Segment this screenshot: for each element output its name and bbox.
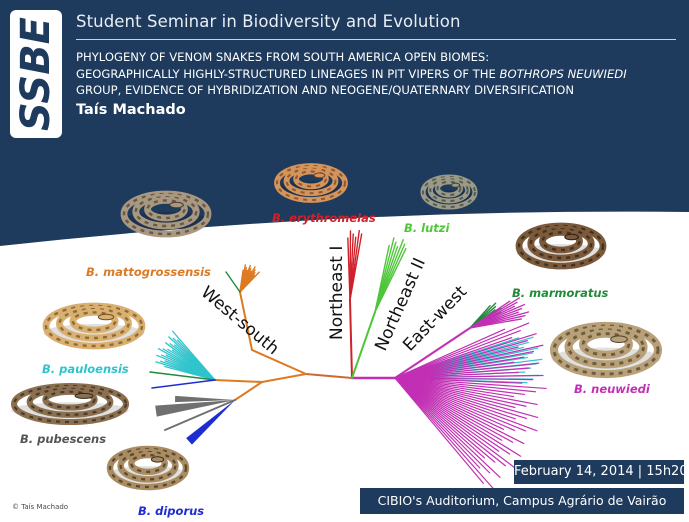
clade-label-northeast-1: Northeast I	[327, 246, 347, 340]
neuwiedi-tips	[394, 377, 522, 457]
label-marmoratus: B. marmoratus	[512, 286, 609, 300]
pauloensis-blue-tip	[151, 379, 216, 389]
neuwiedi-tips	[394, 346, 519, 379]
snake-photo-pauloensis	[42, 302, 146, 350]
neuwiedi-tips	[394, 377, 523, 384]
diporus-wedge	[186, 400, 235, 445]
tree-branches	[149, 229, 547, 490]
neuwiedi-tips	[394, 377, 511, 455]
neuwiedi-tips	[394, 377, 494, 490]
talk-title: PHYLOGENY OF VENOM SNAKES FROM SOUTH AME…	[76, 49, 682, 99]
backbone-center	[305, 373, 353, 379]
neuwiedi-tips	[394, 350, 535, 379]
neuwiedi-tips	[394, 377, 484, 484]
pauloensis-tips	[171, 330, 216, 381]
neuwiedi-tips	[394, 377, 491, 474]
neuwiedi-tips	[394, 344, 544, 379]
neuwiedi-tips	[394, 377, 517, 470]
neuwiedi-tips	[394, 377, 516, 420]
speaker-name: Taís Machado	[76, 102, 186, 118]
neuwiedi-tips	[394, 377, 538, 406]
label-lutzi: B. lutzi	[404, 221, 450, 235]
neuwiedi-upper-tips	[469, 318, 523, 329]
title-genus-name: BOTHROPS NEUWIEDI	[499, 66, 627, 81]
snake-photos	[10, 163, 663, 491]
neuwiedi-tips	[394, 377, 527, 407]
header-divider	[76, 39, 676, 40]
snake-photo-marmoratus	[515, 222, 607, 270]
northeast-1-stem	[349, 299, 353, 379]
label-pauloensis: B. pauloensis	[42, 362, 129, 376]
neuwiedi-tips	[394, 377, 514, 443]
snake-photo-lutzi	[420, 174, 478, 210]
erythromelas-tips	[349, 233, 363, 301]
title-line-2-text: GEOGRAPHICALLY HIGHLY-STRUCTURED LINEAGE…	[76, 66, 500, 81]
neuwiedi-tips	[394, 377, 525, 445]
pubescens-tip	[164, 399, 236, 431]
snake-photo-erythromelas	[274, 163, 348, 203]
title-line-1: PHYLOGENY OF VENOM SNAKES FROM SOUTH AME…	[76, 50, 490, 64]
lutzi-tips	[374, 248, 407, 313]
neuwiedi-tips	[394, 333, 537, 379]
title-line-2: GEOGRAPHICALLY HIGHLY-STRUCTURED LINEAGE…	[76, 66, 682, 83]
neuwiedi-tips	[394, 377, 501, 478]
neuwiedi-tips	[394, 377, 496, 463]
neuwiedi-tips	[394, 362, 540, 379]
east-west-stem	[394, 327, 471, 379]
ssbe-logo: SSBE	[10, 10, 62, 138]
mattogrossensis-tips	[239, 271, 260, 293]
west-south-stem	[251, 349, 307, 375]
neuwiedi-tips	[394, 377, 547, 390]
event-venue: CIBIO's Auditorium, Campus Agrário de Va…	[360, 488, 684, 514]
photo-copyright: © Taís Machado	[12, 503, 69, 511]
neuwiedi-tips	[394, 356, 525, 379]
neuwiedi-tips	[394, 377, 536, 393]
neuwiedi-tips	[394, 374, 544, 379]
label-mattogrossensis: B. mattogrossensis	[86, 265, 211, 279]
neuwiedi-tips	[394, 377, 528, 420]
neuwiedi-tips	[394, 330, 521, 379]
northeast-2-stem	[351, 311, 376, 379]
neuwiedi-tips	[394, 377, 506, 467]
pauloensis-green-tip	[149, 371, 216, 381]
neuwiedi-tips	[394, 377, 527, 432]
event-date: February 14, 2014 | 15h20	[514, 460, 688, 484]
south-stem	[234, 381, 263, 401]
pauloensis-stem	[214, 379, 263, 383]
seminar-series-title: Student Seminar in Biodiversity and Evol…	[76, 12, 461, 31]
snake-photo-mattogrossensis	[120, 190, 212, 238]
backbone-west	[261, 373, 307, 383]
neuwiedi-tips	[394, 377, 539, 419]
snake-photo-diporus	[106, 445, 190, 491]
neuwiedi-tips	[394, 340, 528, 379]
snake-photo-pubescens	[10, 382, 130, 426]
label-diporus: B. diporus	[138, 504, 204, 518]
label-pubescens: B. pubescens	[20, 432, 106, 446]
neuwiedi-tips	[394, 377, 538, 432]
pubescens-wedge	[155, 400, 235, 417]
snake-photo-neuwiedi	[549, 321, 663, 379]
neuwiedi-tips	[394, 367, 530, 379]
neuwiedi-tips	[394, 377, 500, 452]
label-neuwiedi: B. neuwiedi	[574, 382, 651, 396]
neuwiedi-tips	[394, 377, 526, 396]
mattogrossensis-green-tip	[225, 271, 241, 293]
neuwiedi-tips	[394, 377, 516, 432]
label-erythromelas: B. erythromelas	[272, 211, 376, 225]
title-line-3: GROUP, EVIDENCE OF HYBRIDIZATION AND NEO…	[76, 83, 575, 97]
mattogrossensis-stem	[239, 291, 253, 351]
pubescens-wedge-2	[175, 395, 235, 403]
neuwiedi-tips	[394, 377, 534, 381]
logo-text: SSBE	[13, 17, 59, 131]
neuwiedi-tips	[394, 322, 530, 379]
